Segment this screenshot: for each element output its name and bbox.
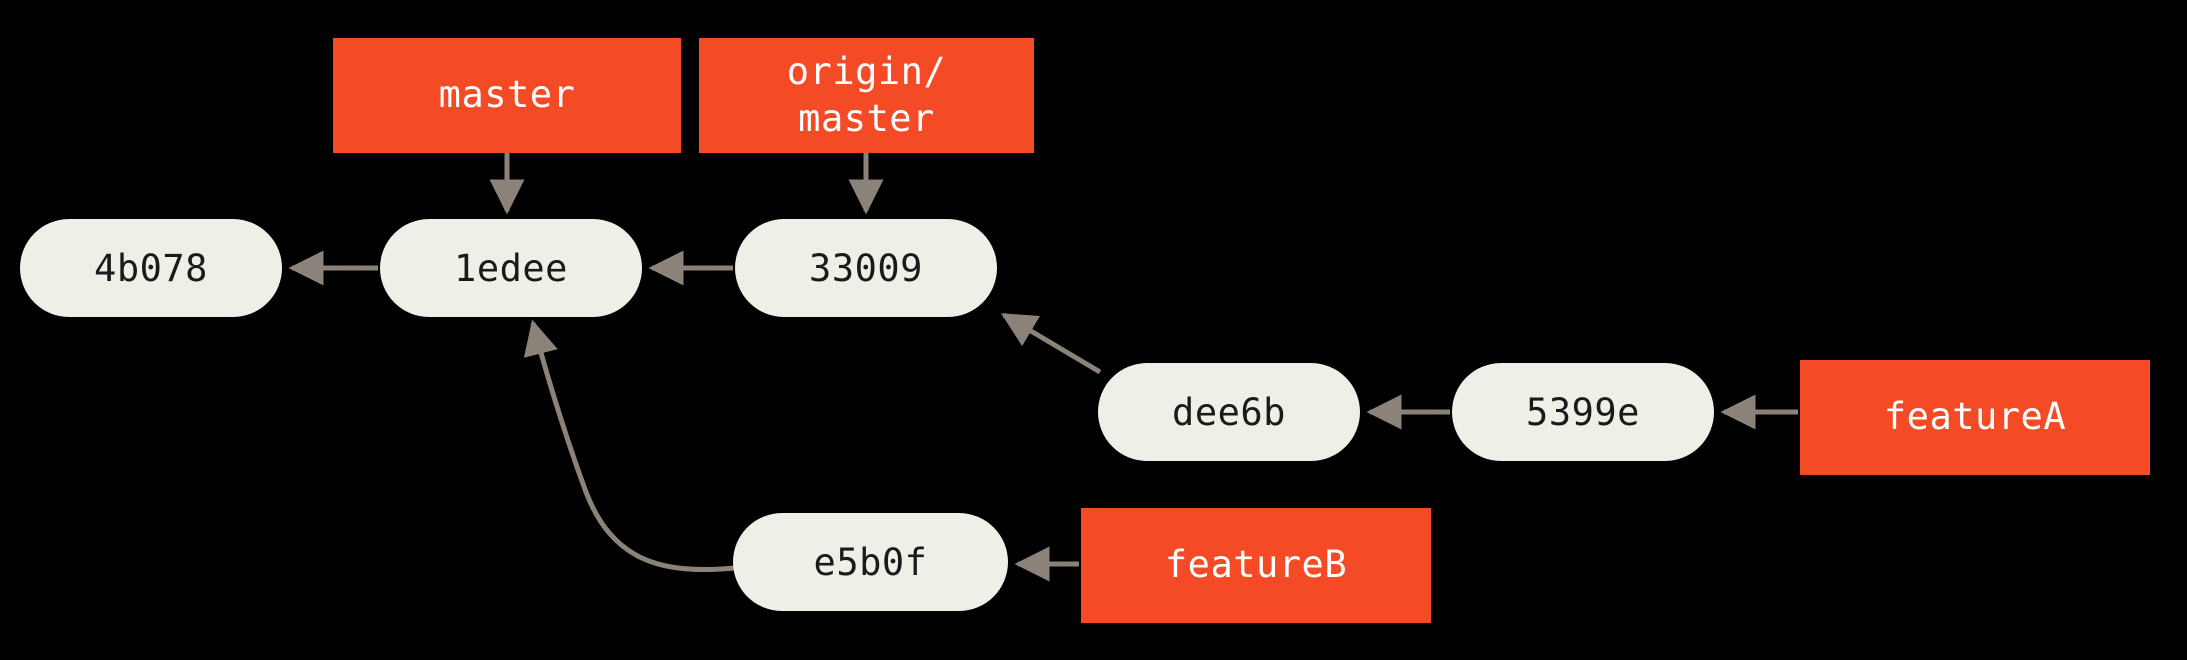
branch-label-text: origin/ master: [786, 50, 947, 140]
commit-node-1edee[interactable]: 1edee: [380, 219, 642, 317]
commit-label: 5399e: [1526, 390, 1640, 434]
commit-node-4b078[interactable]: 4b078: [20, 219, 282, 317]
commit-label: 4b078: [94, 246, 208, 290]
branch-label-origin-master[interactable]: origin/ master: [699, 38, 1034, 153]
commit-label: 1edee: [454, 246, 568, 290]
branch-label-text: master: [438, 73, 576, 117]
branch-label-featureA[interactable]: featureA: [1800, 360, 2150, 475]
branch-label-text: featureB: [1164, 543, 1348, 587]
branch-label-text: featureA: [1883, 395, 2067, 439]
commit-label: e5b0f: [813, 540, 928, 584]
edge-dee6b-to-33009: [1000, 312, 1102, 375]
commit-label: dee6b: [1172, 390, 1286, 434]
branch-label-featureB[interactable]: featureB: [1081, 508, 1431, 623]
commit-node-33009[interactable]: 33009: [735, 219, 997, 317]
commit-node-5399e[interactable]: 5399e: [1452, 363, 1714, 461]
commit-node-e5b0f[interactable]: e5b0f: [733, 513, 1008, 611]
commit-label: 33009: [809, 246, 923, 290]
branch-label-master[interactable]: master: [333, 38, 681, 153]
commit-node-dee6b[interactable]: dee6b: [1098, 363, 1360, 461]
edge-e5b0f-to-1edee: [523, 319, 736, 573]
